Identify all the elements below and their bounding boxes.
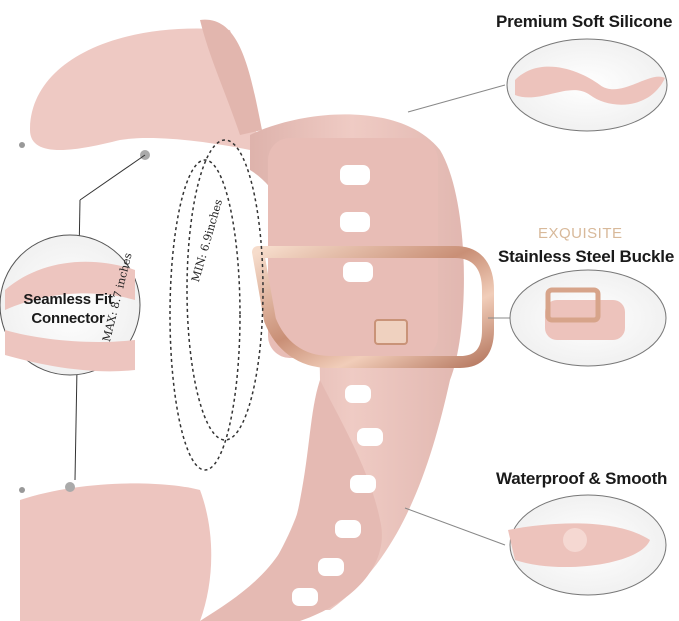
upper-strap-fold — [200, 19, 262, 135]
band-hole — [357, 428, 383, 446]
band-hole — [335, 520, 361, 538]
pin — [65, 482, 75, 492]
lower-strap — [20, 483, 212, 621]
label-stainless-buckle: Stainless Steel Buckle — [498, 247, 675, 266]
band-hole — [292, 588, 318, 606]
label-waterproof: Waterproof & Smooth — [496, 469, 668, 488]
band-hole — [343, 262, 373, 282]
band-hole — [340, 212, 370, 232]
band-hole — [345, 385, 371, 403]
band-hole — [340, 165, 370, 185]
upper-strap — [30, 28, 260, 150]
band-hole — [318, 558, 344, 576]
max-size-loop — [169, 159, 241, 471]
label-seamless-connector: Seamless Fit Connector — [23, 291, 113, 327]
pin — [19, 142, 25, 148]
label-exquisite: EXQUISITE — [538, 225, 623, 242]
label-premium-silicone: Premium Soft Silicone — [496, 12, 673, 31]
min-size-loop — [186, 139, 264, 441]
pin — [19, 487, 25, 493]
buckle-tongue — [374, 319, 408, 345]
buckle — [252, 246, 494, 368]
band-hole — [350, 475, 376, 493]
